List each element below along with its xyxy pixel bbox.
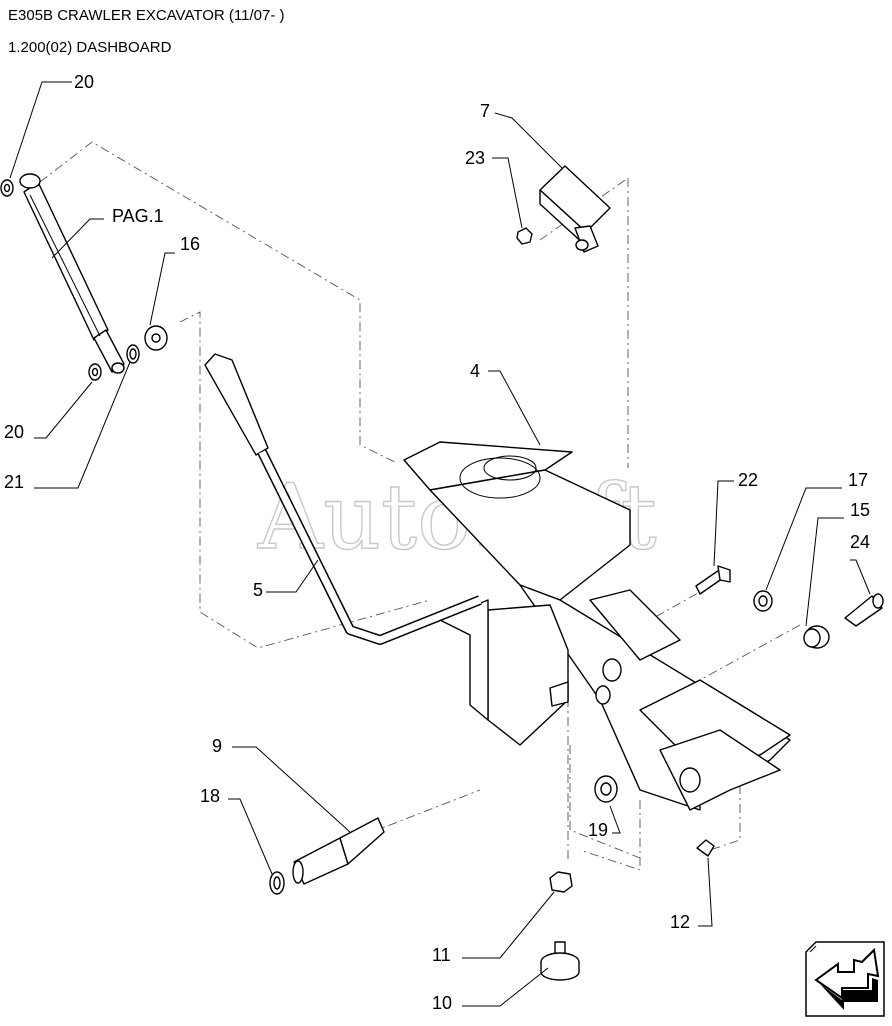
leader-lines [9, 81, 871, 1007]
catalog-title: E305B CRAWLER EXCAVATOR (11/07- ) [8, 7, 285, 24]
callout-12: 12 [670, 912, 690, 932]
washer-19 [594, 775, 618, 803]
callout-24: 24 [850, 532, 870, 552]
support-bracket [439, 599, 569, 746]
callout-22: 22 [738, 470, 758, 490]
nut-11 [549, 871, 573, 893]
section-title: 1.200(02) DASHBOARD [8, 39, 172, 56]
lever-5 [204, 353, 482, 645]
bushing-15 [803, 625, 830, 649]
callout-pag1: PAG.1 [112, 206, 164, 226]
ring-21 [126, 344, 140, 364]
callout-17: 17 [848, 470, 868, 490]
bolt-22 [695, 565, 731, 595]
arrow-return-icon [805, 941, 885, 1017]
dashboard-frame-4 [403, 441, 791, 811]
callout-labels: 20 PAG.1 16 7 23 4 20 21 22 17 15 24 5 9… [4, 72, 870, 1013]
callout-4: 4 [470, 361, 480, 381]
callout-5: 5 [253, 580, 263, 600]
gas-strut [19, 173, 125, 374]
callout-18: 18 [200, 786, 220, 806]
callout-20-mid: 20 [4, 422, 24, 442]
callout-15: 15 [850, 500, 870, 520]
washer-17 [753, 590, 773, 612]
washer-20-top [0, 179, 14, 197]
ring-18 [269, 871, 285, 895]
callout-21: 21 [4, 472, 24, 492]
washer-16 [144, 325, 168, 351]
callout-16: 16 [180, 234, 200, 254]
return-button[interactable] [804, 940, 886, 1018]
screw-12 [696, 839, 715, 857]
rubber-foot-10 [540, 941, 580, 981]
callout-7: 7 [480, 101, 490, 121]
nut-23 [516, 227, 533, 245]
washer-20-mid [88, 363, 102, 381]
callout-23: 23 [465, 148, 485, 168]
callout-20-top: 20 [74, 72, 94, 92]
pin-9 [292, 817, 385, 885]
switch-7 [539, 165, 611, 253]
callout-11: 11 [432, 945, 451, 965]
callout-10: 10 [432, 993, 452, 1013]
callout-19: 19 [588, 820, 608, 840]
callout-9: 9 [212, 736, 222, 756]
pin-24 [844, 593, 884, 627]
